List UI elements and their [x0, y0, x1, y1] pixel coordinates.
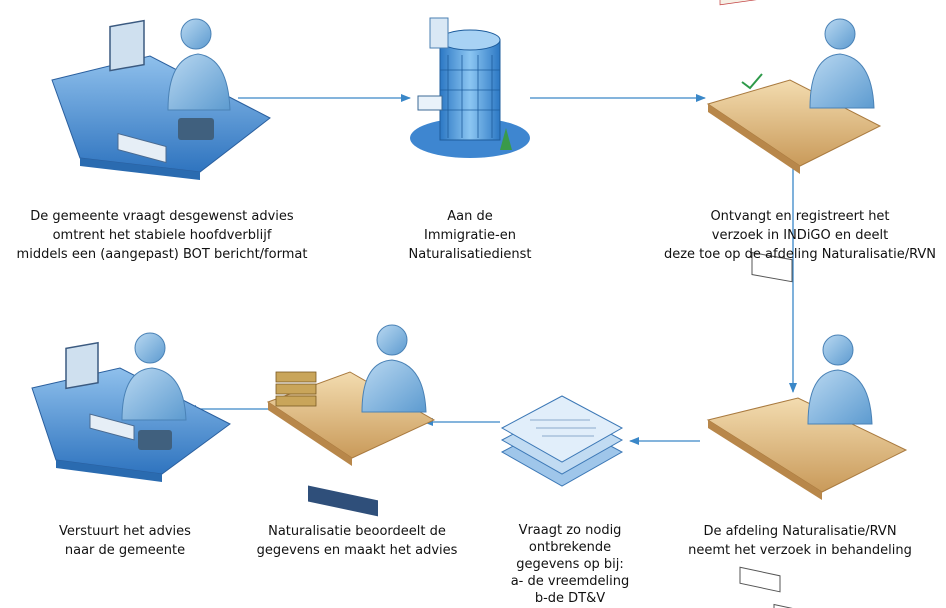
caption-line: Immigratie-en	[424, 228, 516, 243]
caption-line: Aan de	[447, 209, 493, 224]
desk-computer-worker-icon	[51, 18, 271, 180]
desk-computer-worker-icon	[31, 332, 231, 482]
caption-line: middels een (aangepast) BOT bericht/form…	[16, 247, 308, 262]
desk-documents-worker-icon	[706, 334, 908, 608]
caption-line: Naturalisatiedienst	[408, 247, 532, 262]
caption-beoordeling: Naturalisatie beoordeelt de gegevens en …	[232, 522, 482, 560]
caption-line: a- de vreemdeling	[510, 574, 630, 589]
desk-paperwork-worker-icon	[706, 0, 882, 283]
caption-line: verzoek in INDiGO en deelt	[711, 228, 889, 243]
desk-books-worker-icon	[266, 324, 436, 517]
caption-line: Ontvangt en registreert het	[710, 209, 890, 224]
caption-line: ontbrekende	[528, 540, 612, 555]
caption-line: Verstuurt het advies	[59, 524, 191, 539]
stacked-documents-icon	[500, 395, 624, 487]
caption-registratie: Ontvangt en registreert het verzoek in I…	[660, 207, 940, 264]
caption-line: Naturalisatie beoordeelt de	[268, 524, 446, 539]
caption-line: De afdeling Naturalisatie/RVN	[703, 524, 897, 539]
office-building-icon	[410, 17, 530, 158]
caption-line: gegevens op bij:	[516, 557, 624, 572]
caption-line: naar de gemeente	[64, 543, 186, 558]
caption-line: neemt het verzoek in behandeling	[688, 543, 912, 558]
caption-afdeling: De afdeling Naturalisatie/RVN neemt het …	[665, 522, 935, 560]
caption-ind: Aan de Immigratie-en Naturalisatiedienst	[400, 207, 540, 264]
caption-line: deze toe op de afdeling Naturalisatie/RV…	[663, 247, 937, 262]
caption-line: gegevens en maakt het advies	[256, 543, 458, 558]
caption-line: omtrent het stabiele hoofdverblijf	[52, 228, 272, 243]
caption-gemeente-start: De gemeente vraagt desgewenst advies omt…	[12, 207, 312, 264]
connectors	[186, 94, 797, 445]
caption-gemeente-end: Verstuurt het advies naar de gemeente	[30, 522, 220, 560]
caption-line: b-de DT&V	[534, 591, 606, 606]
caption-line: Vraagt zo nodig	[518, 523, 622, 538]
caption-line: De gemeente vraagt desgewenst advies	[30, 209, 294, 224]
caption-gegevens: Vraagt zo nodig ontbrekende gegevens op …	[495, 522, 645, 607]
